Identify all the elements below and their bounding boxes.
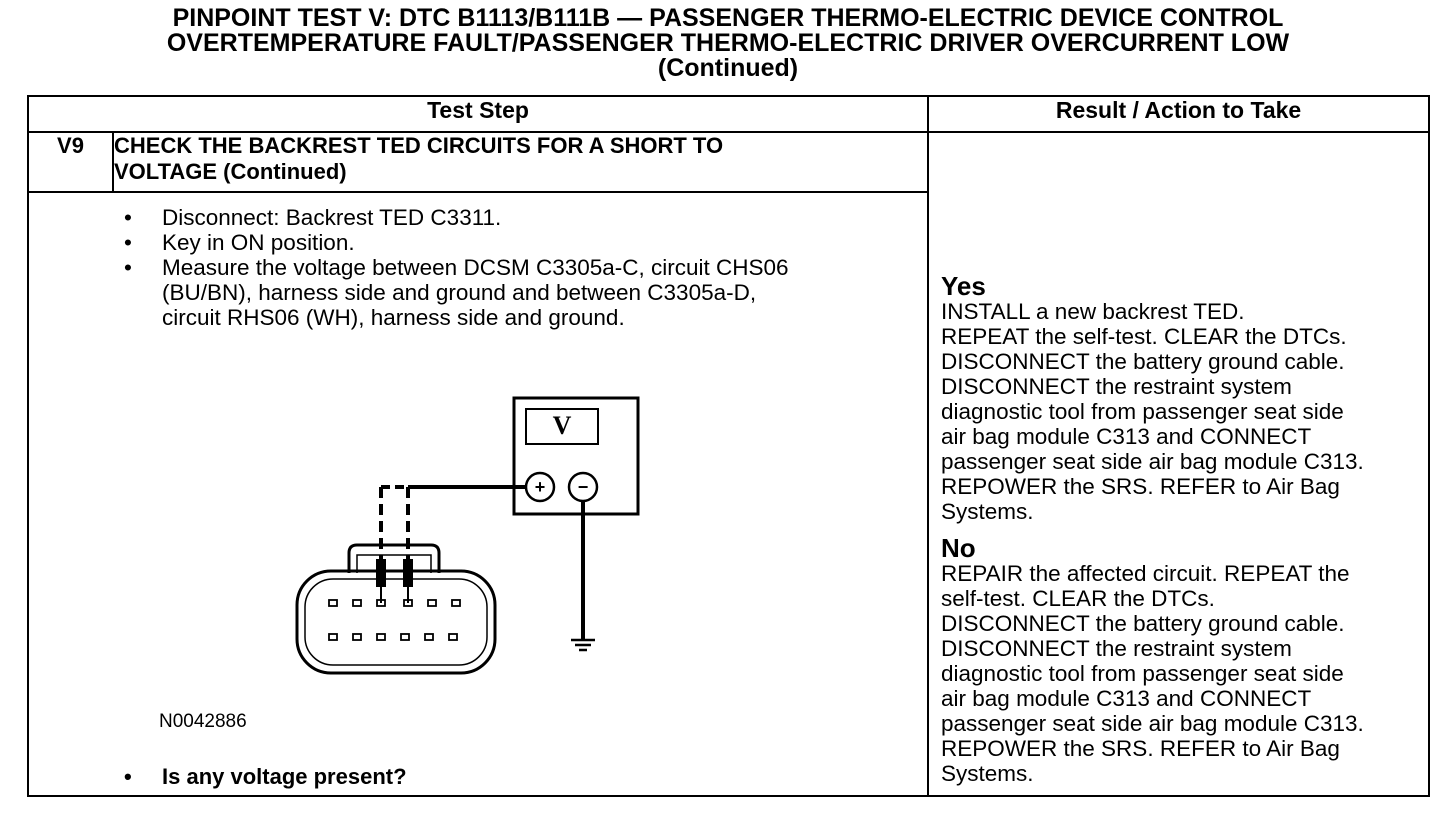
result-line: air bag module C313 and CONNECT: [941, 424, 1312, 449]
step-number: V9: [27, 131, 114, 193]
connector-latch: [347, 543, 441, 573]
result-line: REPEAT the self-test. CLEAR the DTCs.: [941, 324, 1347, 349]
voltmeter-label: V: [553, 411, 572, 440]
result-header: Result / Action to Take: [927, 95, 1431, 133]
yes-action-text: INSTALL a new backrest TED.REPEAT the se…: [941, 299, 1411, 524]
result-line: passenger seat side air bag module C313.: [941, 711, 1364, 736]
result-line: diagnostic tool from passenger seat side: [941, 661, 1344, 686]
positive-sign: +: [535, 477, 546, 497]
result-line: REPOWER the SRS. REFER to Air Bag: [941, 736, 1340, 761]
question-text: Is any voltage present?: [162, 764, 407, 789]
result-cell: Yes INSTALL a new backrest TED.REPEAT th…: [927, 131, 1431, 797]
instruction-item: • Measure the voltage between DCSM C3305a…: [124, 255, 894, 330]
voltmeter-diagram: V + −: [295, 396, 640, 675]
result-line: DISCONNECT the restraint system: [941, 374, 1292, 399]
result-line: INSTALL a new backrest TED.: [941, 299, 1245, 324]
result-line: DISCONNECT the battery ground cable.: [941, 349, 1345, 374]
result-line: DISCONNECT the battery ground cable.: [941, 611, 1345, 636]
test-question: • Is any voltage present?: [124, 764, 407, 790]
result-line: passenger seat side air bag module C313.: [941, 449, 1364, 474]
instruction-bullet: •: [124, 230, 132, 255]
probe-c: [376, 559, 386, 587]
step-title-line-2: VOLTAGE (Continued): [114, 159, 347, 184]
result-line: self-test. CLEAR the DTCs.: [941, 586, 1215, 611]
instruction-line: circuit RHS06 (WH), harness side and gro…: [162, 305, 625, 330]
result-line: DISCONNECT the restraint system: [941, 636, 1292, 661]
result-line: air bag module C313 and CONNECT: [941, 686, 1312, 711]
instruction-bullet: •: [124, 205, 132, 230]
result-content: Yes INSTALL a new backrest TED.REPEAT th…: [941, 271, 1411, 786]
instruction-line: Measure the voltage between DCSM C3305a-…: [162, 255, 789, 280]
pinpoint-test-table: Test Step Result / Action to Take V9 CHE…: [26, 95, 1431, 797]
instruction-item: • Disconnect: Backrest TED C3311.: [124, 205, 894, 230]
test-step-header: Test Step: [26, 95, 930, 133]
step-title: CHECK THE BACKREST TED CIRCUITS FOR A SH…: [111, 131, 930, 193]
step-title-line-1: CHECK THE BACKREST TED CIRCUITS FOR A SH…: [114, 133, 724, 158]
title-line-2: OVERTEMPERATURE FAULT/PASSENGER THERMO-E…: [166, 29, 1290, 57]
figure-id: N0042886: [159, 711, 247, 732]
yes-label: Yes: [941, 271, 986, 301]
step-body: • Disconnect: Backrest TED C3311. • Key in …: [26, 191, 930, 797]
voltmeter-display: [525, 408, 599, 445]
instruction-bullet: •: [124, 255, 132, 280]
result-line: diagnostic tool from passenger seat side: [941, 399, 1344, 424]
title-line-1: PINPOINT TEST V: DTC B1113/B111B — PASSE…: [172, 4, 1284, 32]
voltmeter-body: [512, 396, 640, 516]
probe-d: [403, 559, 413, 587]
instruction-line: Disconnect: Backrest TED C3311.: [162, 205, 502, 230]
result-line: REPOWER the SRS. REFER to Air Bag: [941, 474, 1340, 499]
no-label: No: [941, 533, 976, 563]
negative-sign: −: [578, 477, 589, 497]
title-line-3: (Continued): [657, 54, 799, 82]
question-bullet: •: [124, 764, 132, 789]
instruction-line: (BU/BN), harness side and ground and bet…: [162, 280, 757, 305]
connector-body: [295, 569, 497, 675]
result-line: Systems.: [941, 499, 1034, 524]
instruction-list: • Disconnect: Backrest TED C3311. • Key in …: [124, 205, 894, 330]
instruction-item: • Key in ON position.: [124, 230, 894, 255]
result-line: REPAIR the affected circuit. REPEAT the: [941, 561, 1350, 586]
page-title: PINPOINT TEST V: DTC B1113/B111B — PASSE…: [0, 6, 1456, 81]
result-line: Systems.: [941, 761, 1034, 786]
connector-pins-row-1: [328, 599, 461, 607]
connector-pins-row-2: [328, 633, 458, 641]
instruction-line: Key in ON position.: [162, 230, 355, 255]
